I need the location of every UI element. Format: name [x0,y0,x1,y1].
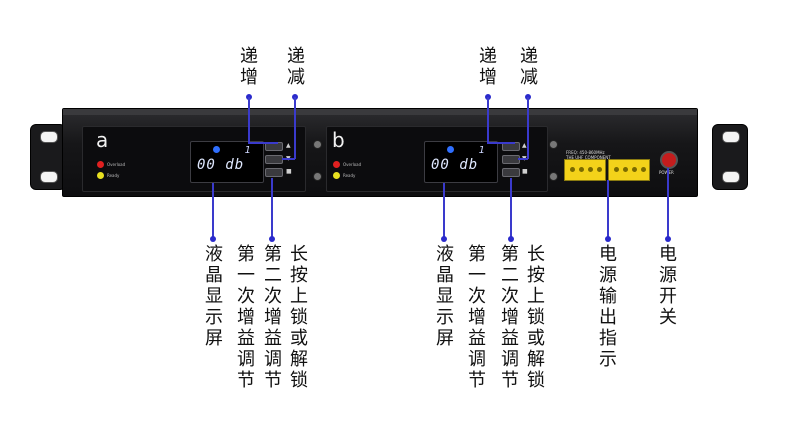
overload-label-b: Overload [343,162,362,167]
label-lock-b: 长按上锁或解锁 [527,244,545,391]
label-lcd-a: 液晶显示屏 [205,244,223,349]
rack-ear-left [30,124,66,190]
stop-square-icon: ■ [522,168,528,175]
lock-button-b[interactable] [502,168,520,177]
overload-led-a [97,161,104,168]
screw-icon [313,172,322,181]
label-increment-a: 递增 [240,46,258,88]
lcd-value-b: 00 db [431,157,479,173]
rf-dot-icon [213,146,220,153]
lcd-channel-b: 1 [478,145,485,156]
screw-icon [549,140,558,149]
stop-square-icon: ■ [286,168,292,175]
label-power-output: 电源输出指示 [599,244,617,370]
channel-b-letter: b [332,128,345,152]
decrement-button-a[interactable] [265,155,283,164]
label-second-gain-a: 第二次增益调节 [264,244,282,391]
up-arrow-icon: ▲ [286,142,291,149]
overload-label-a: Overload [107,162,126,167]
label-lock-a: 长按上锁或解锁 [290,244,308,391]
freq-label: FREQ: 450-860MHz [566,150,605,155]
label-decrement-b: 递减 [520,46,538,88]
up-arrow-icon: ▲ [522,142,527,149]
label-increment-b: 递增 [479,46,497,88]
label-decrement-a: 递减 [287,46,305,88]
lcd-display-b: 1 00 db [424,141,498,183]
label-first-gain-b: 第一次增益调节 [468,244,486,391]
label-lcd-b: 液晶显示屏 [436,244,454,349]
power-output-indicator-1 [564,159,606,181]
rf-dot-icon [447,146,454,153]
component-label: THE UHF COMPONENT [566,155,611,160]
ready-label-b: Ready [343,173,356,178]
lock-button-a[interactable] [265,168,283,177]
power-label: POWER [659,170,674,175]
lcd-display-a: 1 00 db [190,141,264,183]
lcd-channel-a: 1 [244,145,251,156]
screw-icon [313,140,322,149]
screw-icon [549,172,558,181]
power-output-indicator-2 [608,159,650,181]
rack-ear-right [712,124,748,190]
label-power-switch: 电源开关 [659,244,677,328]
overload-led-b [333,161,340,168]
ready-led-a [97,172,104,179]
label-first-gain-a: 第一次增益调节 [237,244,255,391]
lcd-value-a: 00 db [197,157,245,173]
channel-a-letter: a [96,128,109,152]
power-button[interactable] [660,151,678,169]
ready-led-b [333,172,340,179]
label-second-gain-b: 第二次增益调节 [501,244,519,391]
ready-label-a: Ready [107,173,120,178]
